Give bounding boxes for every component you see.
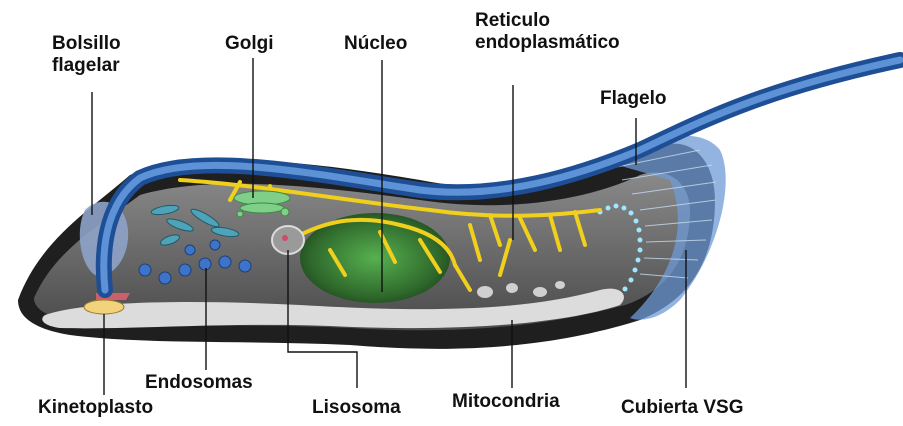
label-nucleo: Núcleo xyxy=(344,33,407,55)
label-mitocondria: Mitocondria xyxy=(452,391,560,413)
label-reticulo: Reticulo endoplasmático xyxy=(475,10,620,54)
label-kinetoplasto: Kinetoplasto xyxy=(38,397,153,419)
label-lisosoma: Lisosoma xyxy=(312,397,401,419)
kinetoplast xyxy=(84,300,124,314)
label-bolsillo-flagelar: Bolsillo flagelar xyxy=(52,33,121,77)
label-cubierta-vsg: Cubierta VSG xyxy=(621,397,743,419)
label-flagelo: Flagelo xyxy=(600,88,667,110)
lysosome-core xyxy=(282,235,288,241)
label-endosomas: Endosomas xyxy=(145,372,253,394)
label-golgi: Golgi xyxy=(225,33,274,55)
lysosome xyxy=(272,226,304,254)
